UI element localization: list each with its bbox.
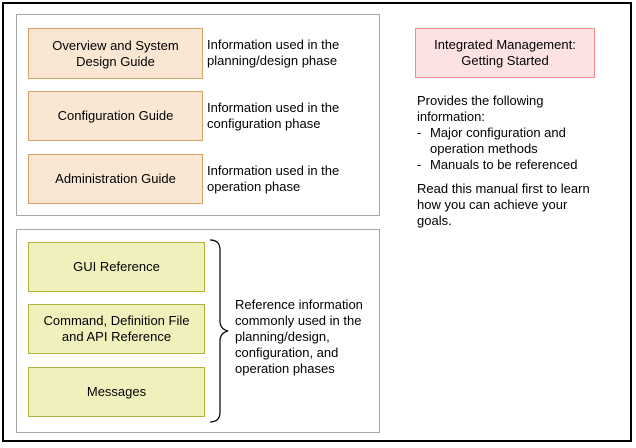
bullet-dash: - bbox=[417, 157, 422, 172]
bullet-item: - Major configuration and operation meth… bbox=[417, 125, 590, 157]
guide-box-label-line: Design Guide bbox=[76, 53, 155, 69]
description-line: Information used in the bbox=[207, 37, 340, 52]
note-line: Reference information bbox=[235, 297, 363, 312]
description-line: Information used in the bbox=[207, 100, 340, 115]
guide-box-label-line: Integrated Management: bbox=[434, 37, 576, 52]
guide-box-label-line: Command, Definition File bbox=[43, 313, 190, 328]
guide-description-operation: Information used in the operation phase bbox=[207, 163, 339, 195]
guide-box-getting-started: Integrated Management: Getting Started bbox=[415, 28, 595, 78]
guide-box-command-api-reference: Command, Definition File and API Referen… bbox=[28, 304, 205, 354]
guide-box-overview-design: Overview and System Design Guide bbox=[28, 28, 203, 79]
guide-box-gui-reference: GUI Reference bbox=[28, 242, 205, 292]
note-line: commonly used in the bbox=[235, 313, 362, 328]
bullet-text: Manuals to be referenced bbox=[430, 157, 577, 173]
description-line: operation phase bbox=[207, 179, 301, 194]
curly-brace-icon bbox=[207, 238, 229, 424]
intro-line: Provides the following bbox=[417, 93, 544, 108]
note-line: operation phases bbox=[235, 361, 335, 376]
note-line: planning/design, bbox=[235, 329, 330, 344]
guide-box-administration: Administration Guide bbox=[28, 154, 203, 204]
description-line: planning/design phase bbox=[207, 53, 338, 68]
closing-text: Read this manual first to learn how you … bbox=[417, 181, 590, 229]
closing-line: how you can achieve your bbox=[417, 197, 568, 212]
closing-line: goals. bbox=[417, 213, 452, 228]
guide-box-label-line: and API Reference bbox=[61, 329, 172, 344]
bullet-line: Manuals to be referenced bbox=[430, 157, 578, 172]
bullet-line: operation methods bbox=[430, 141, 538, 156]
closing-line: Read this manual first to learn bbox=[417, 181, 590, 196]
note-line: configuration, and bbox=[235, 345, 339, 360]
bullet-item: - Manuals to be referenced bbox=[417, 157, 590, 173]
description-line: configuration phase bbox=[207, 116, 321, 131]
outer-border-frame bbox=[2, 2, 632, 442]
bullet-dash: - bbox=[417, 125, 422, 140]
guide-box-messages: Messages bbox=[28, 367, 205, 417]
guide-box-label-line: Configuration Guide bbox=[57, 108, 174, 123]
guide-box-label-line: Messages bbox=[86, 384, 147, 399]
guide-box-label-line: Getting Started bbox=[461, 53, 549, 68]
guide-box-label-line: Overview and System bbox=[52, 37, 179, 53]
guide-box-configuration: Configuration Guide bbox=[28, 91, 203, 141]
guide-description-planning: Information used in the planning/design … bbox=[207, 37, 339, 69]
bullet-line: Major configuration and bbox=[430, 125, 566, 140]
guide-box-label-line: GUI Reference bbox=[73, 259, 160, 274]
reference-note: Reference information commonly used in t… bbox=[235, 297, 363, 377]
guide-description-configuration: Information used in the configuration ph… bbox=[207, 100, 339, 132]
description-line: Information used in the bbox=[207, 163, 340, 178]
getting-started-description: Provides the following information: - Ma… bbox=[417, 93, 590, 229]
guide-box-label-line: Administration Guide bbox=[55, 171, 176, 186]
bullet-text: Major configuration and operation method… bbox=[430, 125, 566, 157]
intro-line: information: bbox=[417, 109, 485, 124]
